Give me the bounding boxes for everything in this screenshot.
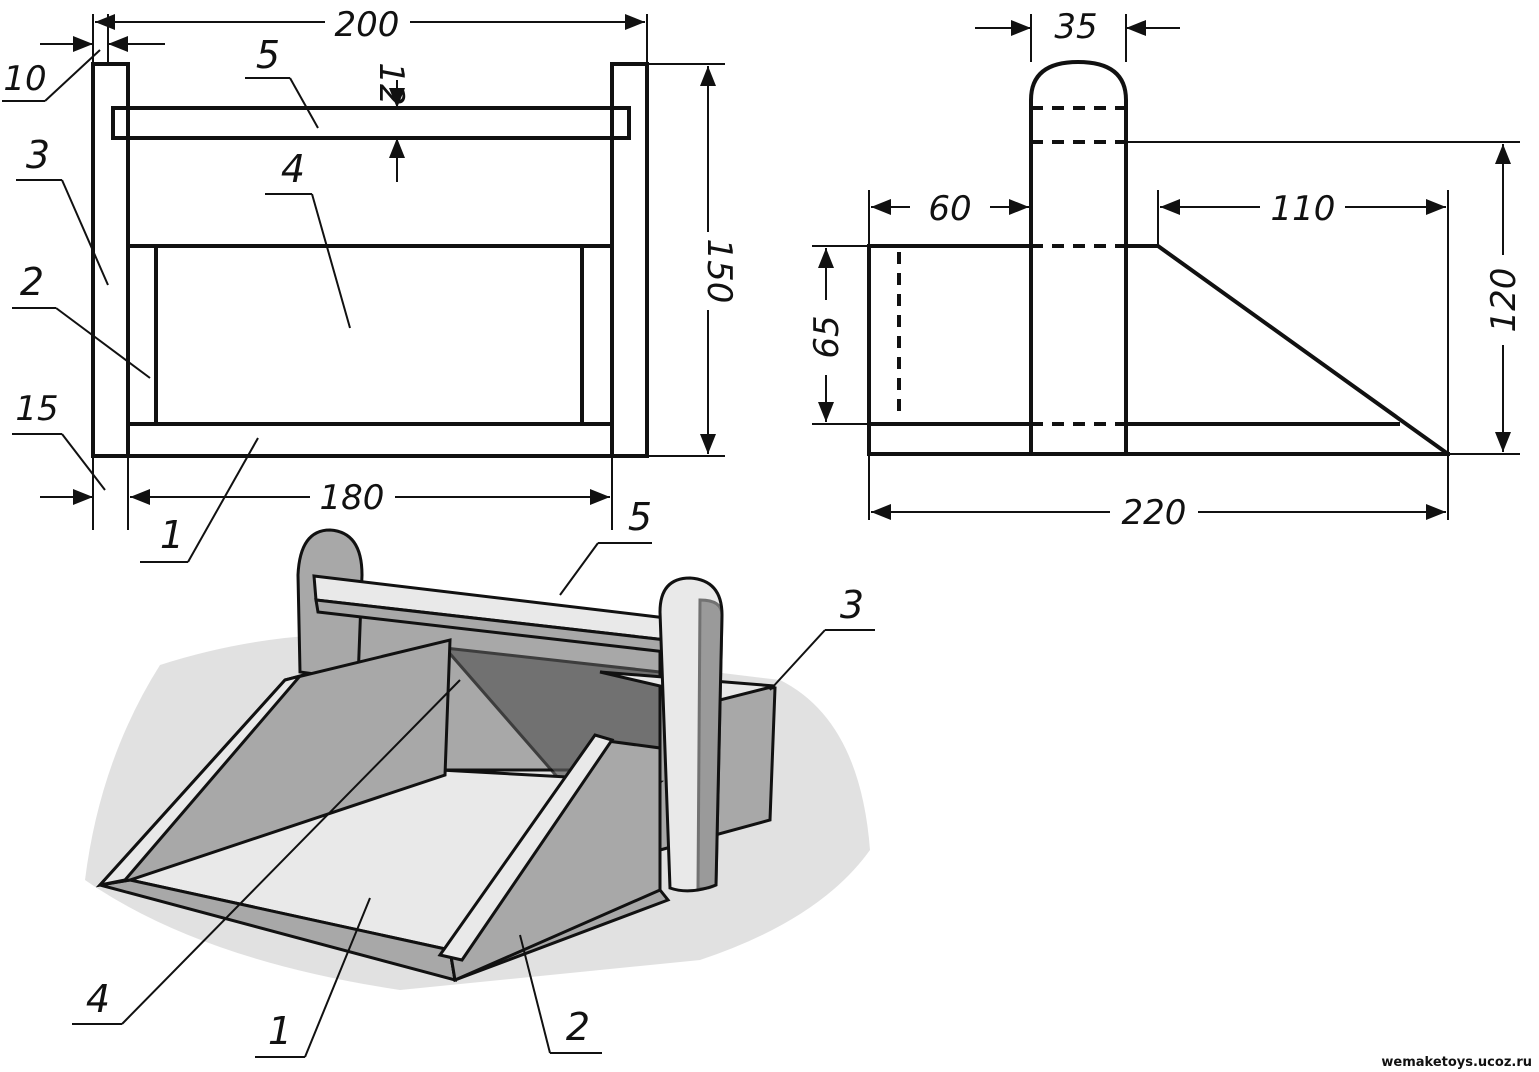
dim-post-width: 35 xyxy=(1054,7,1097,47)
front-wall xyxy=(867,244,1033,426)
bottom-board xyxy=(126,422,614,458)
handle-bar xyxy=(111,106,631,140)
dim-base-offset: 15 xyxy=(15,389,58,429)
persp-label-1: 1 xyxy=(268,1009,292,1053)
front-view: 200 10 12 150 15 180 5 3 4 2 xyxy=(2,5,739,563)
base-board xyxy=(867,422,1450,456)
front-label-4: 4 xyxy=(281,147,305,191)
front-label-1: 1 xyxy=(160,513,184,557)
persp-label-4: 4 xyxy=(86,977,110,1021)
front-label-5: 5 xyxy=(256,33,280,77)
dim-handle-thickness: 12 xyxy=(371,62,411,105)
dim-overall-width: 200 xyxy=(335,5,400,45)
persp-label-3: 3 xyxy=(840,583,864,627)
left-inner-wall xyxy=(126,244,158,426)
watermark: wemaketoys.ucoz.ru xyxy=(1381,1055,1532,1070)
side-view: 35 60 110 65 120 220 xyxy=(807,7,1524,533)
persp-label-2: 2 xyxy=(566,1005,590,1049)
left-side-board xyxy=(91,62,130,458)
front-label-3: 3 xyxy=(26,133,50,177)
dim-wall-height: 65 xyxy=(807,315,847,358)
front-label-2: 2 xyxy=(20,260,44,304)
dim-front-length: 60 xyxy=(928,189,971,229)
persp-label-5: 5 xyxy=(628,495,652,539)
dim-total-length: 220 xyxy=(1122,493,1187,533)
dim-inner-width: 180 xyxy=(320,478,385,518)
dim-side-thickness: 10 xyxy=(3,59,46,99)
dim-total-height: 120 xyxy=(1484,268,1524,333)
dim-height: 150 xyxy=(699,239,739,304)
dim-ramp-length: 110 xyxy=(1271,189,1336,229)
perspective-view: 5 3 4 1 2 xyxy=(72,495,875,1058)
right-inner-wall xyxy=(580,244,614,426)
handle-post xyxy=(1029,59,1128,456)
